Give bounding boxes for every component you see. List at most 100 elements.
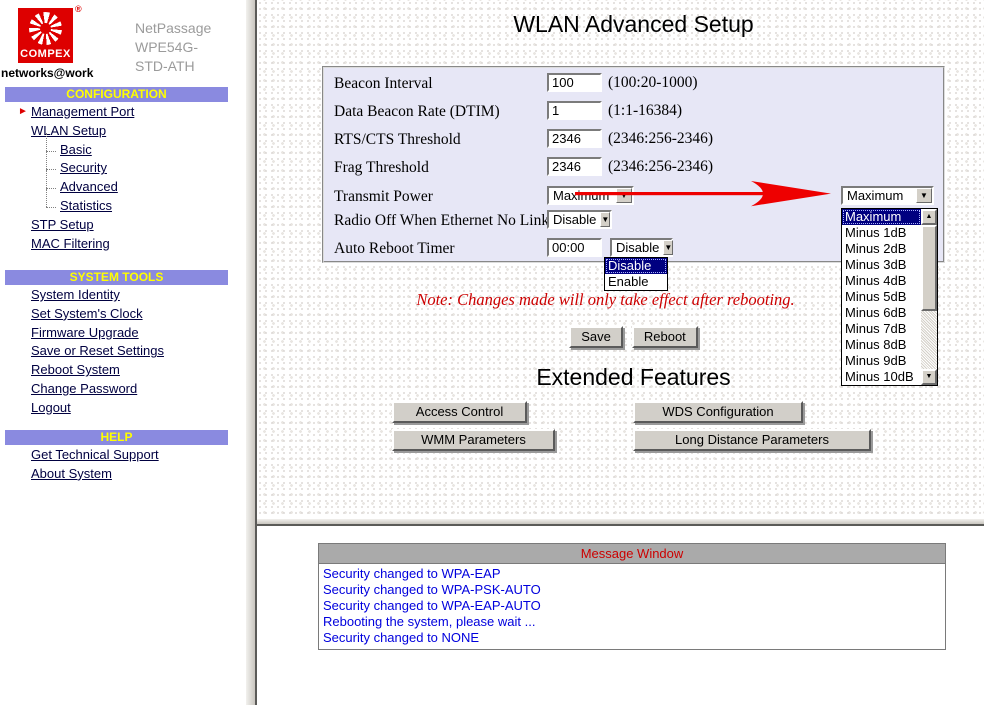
rts-cts-threshold-input[interactable] bbox=[547, 129, 602, 148]
field-label: Data Beacon Rate (DTIM) bbox=[334, 103, 500, 120]
message-line: Security changed to NONE bbox=[323, 630, 480, 645]
sidebar-item-label[interactable]: Advanced bbox=[60, 179, 118, 195]
sidebar-item-label[interactable]: Set System's Clock bbox=[31, 305, 143, 321]
access-control-button[interactable]: Access Control bbox=[392, 401, 527, 423]
dropdown-option[interactable]: Maximum bbox=[842, 209, 921, 225]
sidebar-item-save-or-reset[interactable]: Save or Reset Settings bbox=[0, 343, 245, 362]
scrollbar-track[interactable]: ▲ ▼ bbox=[921, 209, 937, 385]
sidebar-item-mac-filtering[interactable]: MAC Filtering bbox=[0, 236, 245, 255]
extended-features-title: Extended Features bbox=[536, 364, 731, 390]
frame-divider-vertical[interactable] bbox=[245, 0, 257, 705]
sidebar-item-stp-setup[interactable]: STP Setup bbox=[0, 217, 245, 236]
sidebar-item-label[interactable]: Change Password bbox=[31, 380, 138, 396]
transmit-power-dropdown-list: Maximum Minus 1dB Minus 2dB Minus 3dB Mi… bbox=[841, 208, 938, 386]
data-beacon-rate-input[interactable] bbox=[547, 101, 602, 120]
field-hint: (1:1-16384) bbox=[608, 101, 683, 119]
page-title: WLAN Advanced Setup bbox=[513, 11, 754, 37]
frag-threshold-input[interactable] bbox=[547, 157, 602, 176]
transmit-power-zoom-select[interactable]: Maximum ▼ bbox=[841, 186, 934, 205]
system-tools-menu: System Identity Set System's Clock Firmw… bbox=[0, 287, 245, 419]
wmm-parameters-button[interactable]: WMM Parameters bbox=[392, 429, 555, 451]
product-line: NetPassage bbox=[135, 20, 212, 36]
reboot-note: Note: Changes made will only take effect… bbox=[416, 290, 795, 309]
product-name: NetPassage WPE54G- STD-ATH bbox=[135, 19, 211, 76]
dropdown-option[interactable]: Minus 5dB bbox=[845, 289, 907, 304]
dropdown-option[interactable]: Minus 6dB bbox=[845, 305, 907, 320]
radio-off-select[interactable]: Disable ▼ bbox=[547, 210, 612, 229]
wds-configuration-button[interactable]: WDS Configuration bbox=[633, 401, 803, 423]
dropdown-option[interactable]: Minus 10dB bbox=[845, 369, 914, 384]
transmit-power-select[interactable]: Maximum ▼ bbox=[547, 186, 634, 205]
scrollbar-up-button[interactable]: ▲ bbox=[921, 209, 937, 225]
message-line: Rebooting the system, please wait ... bbox=[323, 614, 536, 629]
sidebar-item-label[interactable]: STP Setup bbox=[31, 216, 94, 232]
sidebar-item-system-identity[interactable]: System Identity bbox=[0, 287, 245, 306]
brand-tagline: networks@work bbox=[1, 66, 94, 80]
dropdown-option[interactable]: Minus 9dB bbox=[845, 353, 907, 368]
message-line: Security changed to WPA-PSK-AUTO bbox=[323, 582, 541, 597]
field-label: Transmit Power bbox=[334, 188, 433, 205]
form-row-transmit-power: Transmit Power Maximum ▼ bbox=[330, 186, 937, 208]
sidebar-item-security[interactable]: Security bbox=[0, 151, 245, 179]
sidebar-item-label[interactable]: Management Port bbox=[31, 104, 135, 119]
sidebar-item-label[interactable]: About System bbox=[31, 465, 112, 481]
field-label: Frag Threshold bbox=[334, 159, 429, 176]
scrollbar-down-button[interactable]: ▼ bbox=[921, 369, 937, 385]
sidebar-item-wlan-setup[interactable]: WLAN Setup bbox=[0, 123, 245, 142]
sidebar-item-statistics[interactable]: Statistics bbox=[0, 189, 245, 217]
sidebar-item-label[interactable]: Get Technical Support bbox=[31, 447, 159, 462]
selected-value: Maximum bbox=[553, 188, 610, 203]
auto-reboot-time-input[interactable] bbox=[547, 238, 602, 257]
dropdown-option[interactable]: Minus 2dB bbox=[845, 241, 907, 256]
dropdown-option[interactable]: Minus 8dB bbox=[845, 337, 907, 352]
sidebar-item-label[interactable]: MAC Filtering bbox=[31, 235, 110, 251]
sidebar-item-label[interactable]: Firmware Upgrade bbox=[31, 324, 139, 340]
section-header-system-tools: SYSTEM TOOLS bbox=[5, 270, 228, 285]
field-hint: (100:20-1000) bbox=[608, 73, 698, 91]
form-row-data-beacon-rate: Data Beacon Rate (DTIM) (1:1-16384) bbox=[330, 101, 937, 123]
sidebar-item-change-password[interactable]: Change Password bbox=[0, 381, 245, 400]
sidebar-item-advanced[interactable]: Advanced bbox=[0, 170, 245, 198]
message-frame: Message Window Security changed to WPA-E… bbox=[257, 528, 984, 705]
dropdown-arrow-icon[interactable]: ▼ bbox=[916, 188, 932, 203]
sidebar-item-label[interactable]: Logout bbox=[31, 399, 71, 415]
sidebar-item-firmware-upgrade[interactable]: Firmware Upgrade bbox=[0, 325, 245, 344]
sidebar-item-management-port[interactable]: ► Management Port bbox=[0, 104, 245, 123]
dropdown-option-disable[interactable]: Disable bbox=[605, 258, 667, 274]
sidebar-item-label[interactable]: WLAN Setup bbox=[31, 122, 107, 138]
sidebar-item-basic[interactable]: Basic bbox=[0, 132, 245, 161]
sidebar-item-label[interactable]: Save or Reset Settings bbox=[31, 343, 164, 359]
sidebar-item-get-technical-support[interactable]: Get Technical Support bbox=[0, 447, 245, 466]
sidebar-item-reboot-system[interactable]: Reboot System bbox=[0, 362, 245, 381]
form-row-beacon-interval: Beacon Interval (100:20-1000) bbox=[330, 73, 937, 95]
long-distance-parameters-button[interactable]: Long Distance Parameters bbox=[633, 429, 871, 451]
brand-name: COMPEX bbox=[20, 48, 71, 60]
dropdown-option[interactable]: Minus 4dB bbox=[845, 273, 907, 288]
dropdown-option[interactable]: Minus 1dB bbox=[845, 225, 907, 240]
sidebar-item-label[interactable]: System Identity bbox=[31, 287, 120, 302]
dropdown-option[interactable]: Minus 7dB bbox=[845, 321, 907, 336]
section-header-configuration: CONFIGURATION bbox=[5, 87, 228, 102]
sidebar-item-label[interactable]: Statistics bbox=[60, 197, 113, 213]
sidebar-item-label[interactable]: Basic bbox=[60, 141, 92, 157]
scrollbar-thumb[interactable] bbox=[921, 225, 937, 311]
main-frame: WLAN Advanced Setup Note: Changes made w… bbox=[257, 0, 984, 518]
frame-divider-horizontal[interactable] bbox=[257, 518, 984, 526]
sidebar-item-set-system-clock[interactable]: Set System's Clock bbox=[0, 306, 245, 325]
beacon-interval-input[interactable] bbox=[547, 73, 602, 92]
dropdown-option[interactable]: Minus 3dB bbox=[845, 257, 907, 272]
dropdown-arrow-icon[interactable]: ▼ bbox=[616, 188, 632, 203]
reboot-button[interactable]: Reboot bbox=[631, 326, 698, 348]
form-row-frag-threshold: Frag Threshold (2346:256-2346) bbox=[330, 157, 937, 179]
save-button[interactable]: Save bbox=[569, 326, 623, 348]
sidebar-item-label[interactable]: Security bbox=[60, 160, 107, 176]
dropdown-arrow-icon[interactable]: ▼ bbox=[663, 240, 674, 255]
sidebar-item-label[interactable]: Reboot System bbox=[31, 362, 120, 378]
sidebar-item-logout[interactable]: Logout bbox=[0, 400, 245, 419]
auto-reboot-select[interactable]: Disable ▼ bbox=[610, 238, 674, 257]
field-label: RTS/CTS Threshold bbox=[334, 131, 461, 148]
sidebar-item-about-system[interactable]: About System bbox=[0, 466, 245, 485]
message-window: Message Window Security changed to WPA-E… bbox=[318, 543, 946, 650]
dropdown-arrow-icon[interactable]: ▼ bbox=[600, 212, 611, 227]
dropdown-option-enable[interactable]: Enable bbox=[608, 274, 649, 289]
